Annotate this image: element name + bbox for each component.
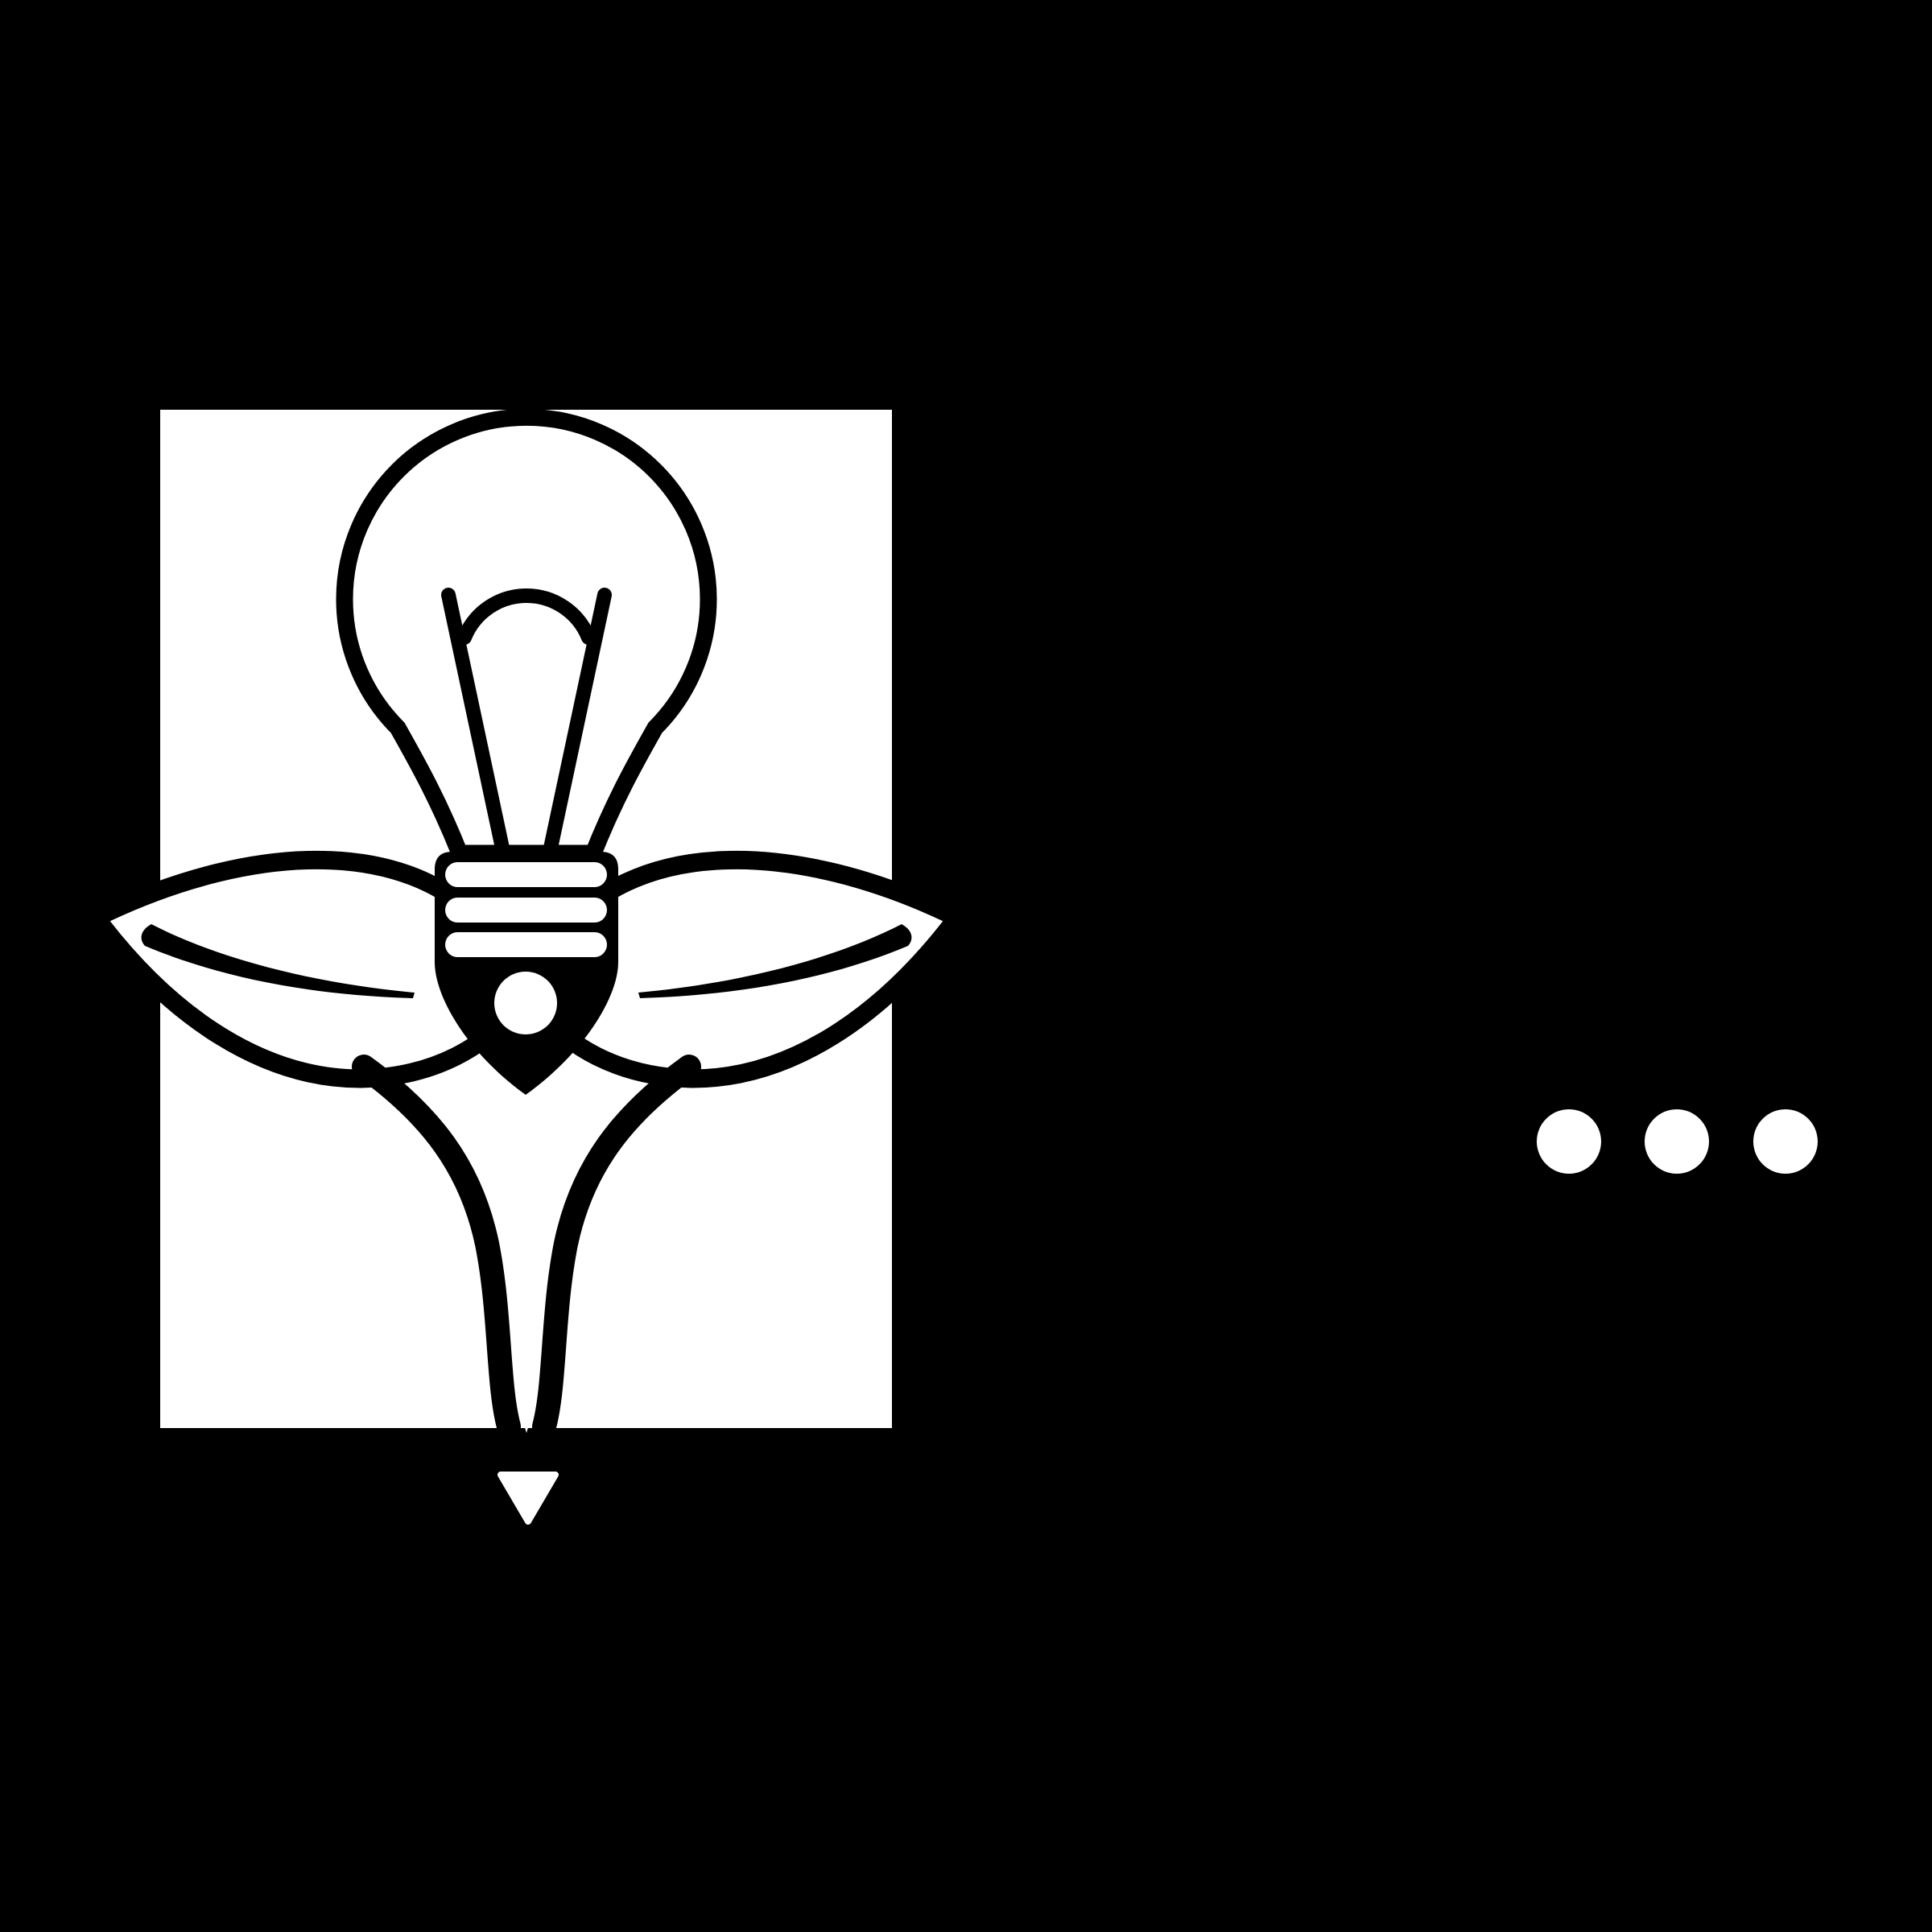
leaf-vein [638, 924, 912, 998]
thread-bar [445, 898, 607, 923]
ellipsis-dot [1537, 1109, 1601, 1174]
screw-threads [445, 862, 607, 957]
arrowhead-icon [497, 1472, 559, 1525]
pencil-tip [519, 1409, 534, 1433]
bulb-outline [336, 408, 717, 862]
lightbulb-sprout-icon [96, 408, 967, 1525]
stem-left-edge [352, 1055, 521, 1439]
thread-bar [445, 932, 607, 957]
filament-icon [441, 588, 612, 859]
ellipsis-dot [1645, 1109, 1709, 1174]
filament-dome [457, 588, 596, 645]
contact-dot [494, 972, 557, 1034]
thread-bar [445, 862, 607, 887]
stem-curves [352, 1055, 689, 1439]
ellipsis-icon [1537, 1109, 1818, 1174]
ellipsis-dot [1753, 1109, 1818, 1174]
